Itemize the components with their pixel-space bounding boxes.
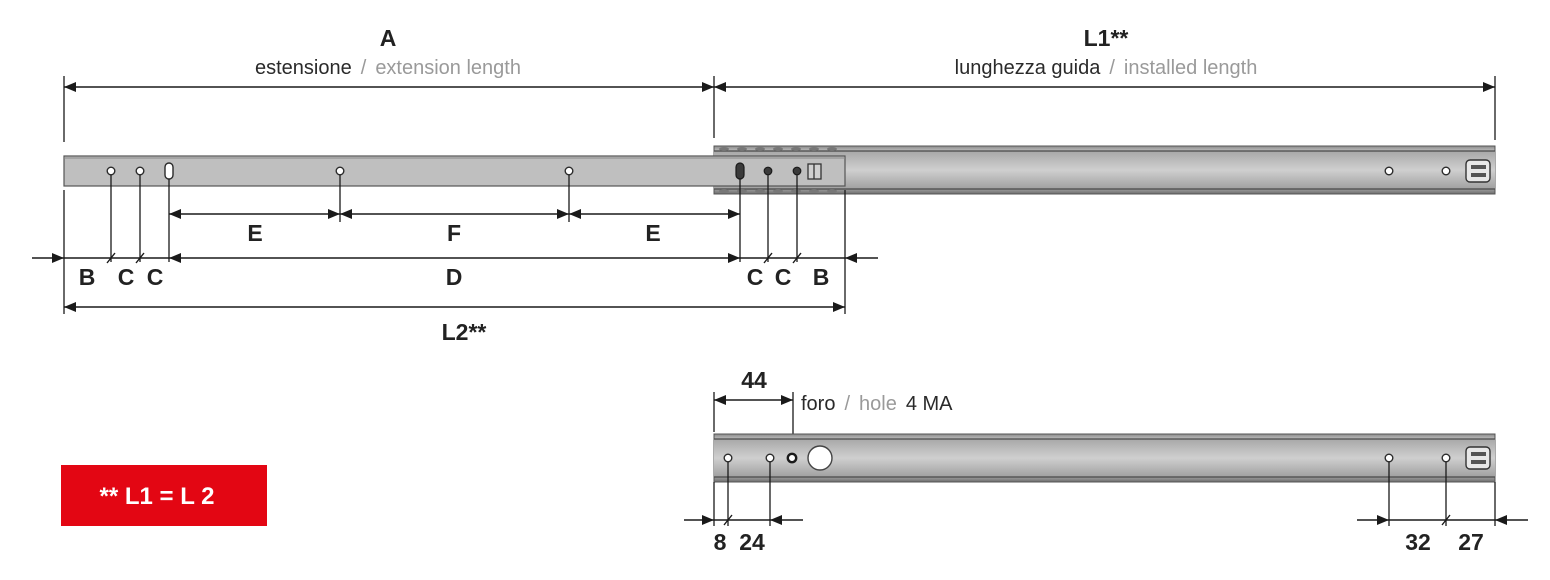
dim-row-bccdccb: B C C D C C B xyxy=(32,252,878,290)
label-b-left: B xyxy=(79,264,96,290)
bottom-rail-detail: 44 foro / hole 4 MA xyxy=(684,367,1528,555)
hole-note-spec: 4 MA xyxy=(906,393,953,415)
inner-hole-4 xyxy=(564,166,574,176)
bottom-end-clip-icon xyxy=(1465,446,1491,470)
label-c-3: C xyxy=(747,264,764,290)
inner-hole-1 xyxy=(106,166,116,176)
inner-rail xyxy=(63,155,846,187)
inner-slot-right xyxy=(735,162,745,180)
bottom-hole-3 xyxy=(1384,453,1394,463)
label-b-right: B xyxy=(813,264,830,290)
inner-rail-body xyxy=(63,155,846,187)
label-32: 32 xyxy=(1405,529,1431,555)
caption-a-en: extension length xyxy=(375,57,521,79)
hole-note-it: foro xyxy=(801,393,835,415)
note-badge: ** L1 = L 2 xyxy=(61,465,267,526)
note-badge-text: ** L1 = L 2 xyxy=(100,483,215,510)
hole-extension-lines xyxy=(63,175,846,314)
label-c-4: C xyxy=(775,264,792,290)
label-44: 44 xyxy=(741,367,767,393)
bottom-hole-4ma xyxy=(786,452,798,464)
caption-l1-sep: / xyxy=(1109,57,1115,79)
inner-hole-6 xyxy=(792,166,802,176)
label-a: A xyxy=(380,25,397,51)
label-f: F xyxy=(447,220,461,246)
inner-slot-left xyxy=(164,162,174,180)
top-header-labels: A estensione / extension length L1** lun… xyxy=(255,25,1257,79)
inner-hole-5 xyxy=(763,166,773,176)
caption-l1-en: installed length xyxy=(1124,57,1257,79)
caption-installed-length: lunghezza guida / installed length xyxy=(955,57,1258,79)
hole-note-sep: / xyxy=(844,393,850,415)
label-c-1: C xyxy=(118,264,135,290)
label-l2: L2** xyxy=(442,319,487,345)
caption-extension-length: estensione / extension length xyxy=(255,57,521,79)
bottom-large-hole xyxy=(807,445,833,471)
hole-note-en: hole xyxy=(859,393,897,415)
label-l1: L1** xyxy=(1084,25,1129,51)
label-d: D xyxy=(446,264,463,290)
dim-row-l2: L2** xyxy=(64,302,845,345)
label-e-left: E xyxy=(247,220,262,246)
outer-rail-hole-2 xyxy=(1441,166,1451,176)
caption-l1-it: lunghezza guida xyxy=(955,57,1102,79)
bottom-hole-1 xyxy=(723,453,733,463)
dim-a-l1-lines xyxy=(63,76,1496,142)
bottom-hole-5 xyxy=(1441,453,1451,463)
label-8: 8 xyxy=(714,529,727,555)
inner-hole-2 xyxy=(135,166,145,176)
note-badge-bg xyxy=(61,465,267,526)
outer-rail-hole-1 xyxy=(1384,166,1394,176)
label-c-2: C xyxy=(147,264,164,290)
dim-row-efe: E F E xyxy=(169,209,740,246)
bottom-hole-2 xyxy=(765,453,775,463)
label-27: 27 xyxy=(1458,529,1484,555)
latch-icon xyxy=(807,163,822,180)
label-24: 24 xyxy=(739,529,765,555)
label-e-right: E xyxy=(645,220,660,246)
inner-hole-3 xyxy=(335,166,345,176)
hole-note: foro / hole 4 MA xyxy=(801,393,953,415)
caption-a-it: estensione xyxy=(255,57,352,79)
end-clip-icon xyxy=(1465,159,1491,183)
caption-a-sep: / xyxy=(361,57,367,79)
